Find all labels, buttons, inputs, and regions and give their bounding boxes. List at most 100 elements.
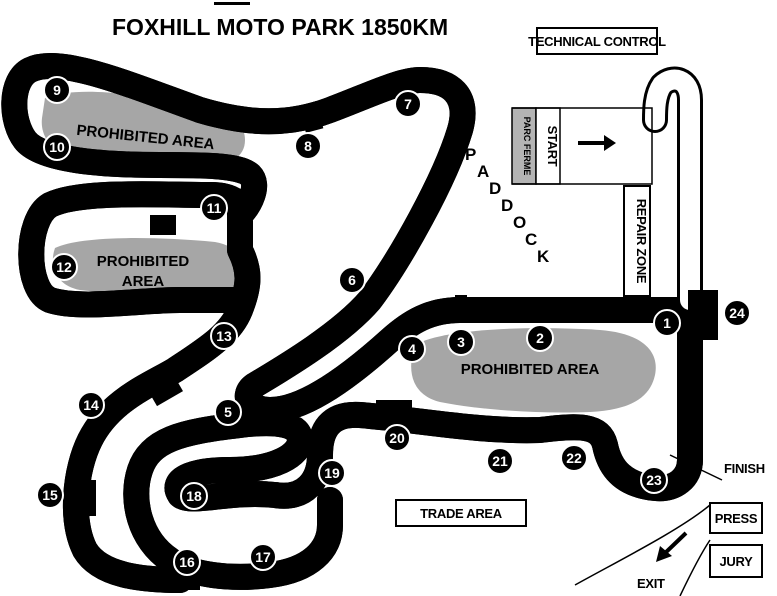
marker-9: 9 [43, 76, 71, 104]
marker-number: 24 [729, 305, 745, 321]
marker-23: 23 [640, 466, 668, 494]
paddock-letter: A [477, 162, 489, 181]
marker-number: 2 [536, 330, 544, 346]
marker-5: 5 [214, 398, 242, 426]
technical-control-box [536, 27, 658, 55]
marker-circle [447, 328, 475, 356]
marker-number: 11 [207, 200, 222, 216]
marker-12: 12 [50, 253, 78, 281]
marker-circle [394, 90, 422, 118]
marker-number: 20 [389, 430, 405, 446]
track-right-surface [645, 69, 700, 310]
marker-circle [640, 466, 668, 494]
marker-21: 21 [486, 447, 514, 475]
marker-circle [36, 481, 64, 509]
prohibited-area-left-shape [52, 238, 244, 294]
technical-control-label: TECHNICAL CONTROL [528, 34, 666, 49]
paddock-letter: D [501, 196, 513, 215]
marker-circle [200, 194, 228, 222]
marker-circle [43, 76, 71, 104]
timing-bar-14 [147, 373, 183, 407]
press-label: PRESS [715, 511, 758, 526]
marker-number: 7 [404, 96, 412, 112]
marker-circle [50, 253, 78, 281]
start-arrow-icon [604, 135, 616, 151]
marker-22: 22 [560, 444, 588, 472]
marker-circle [723, 299, 751, 327]
marker-circle [486, 447, 514, 475]
marker-8: 8 [294, 132, 322, 160]
marker-17: 17 [249, 543, 277, 571]
start-box [535, 107, 561, 185]
prohibited-area-left-label-2: AREA [122, 273, 165, 290]
press-box [709, 502, 763, 534]
paddock-letter: O [513, 213, 526, 232]
timing-bar-20 [376, 400, 412, 420]
timing-bar-8 [298, 101, 324, 133]
marker-number: 12 [56, 259, 72, 275]
prohibited-area-left-label-1: PROHIBITED [97, 253, 190, 270]
marker-circle [526, 324, 554, 352]
trade-area-label: TRADE AREA [420, 506, 503, 521]
marker-15: 15 [36, 481, 64, 509]
marker-number: 8 [304, 138, 312, 154]
marker-circle [338, 266, 366, 294]
marker-circle [318, 459, 346, 487]
marker-7: 7 [394, 90, 422, 118]
marker-2: 2 [526, 324, 554, 352]
marker-10: 10 [43, 133, 71, 161]
marker-number: 9 [53, 82, 61, 98]
marker-circle [294, 132, 322, 160]
marker-circle [249, 543, 277, 571]
title-mark [214, 2, 250, 5]
exit-road-edge-1 [574, 504, 711, 586]
marker-3: 3 [447, 328, 475, 356]
marker-number: 14 [83, 397, 99, 413]
marker-number: 13 [216, 328, 232, 344]
marker-number: 5 [224, 404, 232, 420]
finish-label: FINISH [724, 461, 765, 476]
marker-circle [383, 424, 411, 452]
marker-circle [43, 133, 71, 161]
marker-1: 1 [653, 309, 681, 337]
marker-6: 6 [338, 266, 366, 294]
marker-circle [173, 548, 201, 576]
marker-4: 4 [398, 335, 426, 363]
repair-zone-box [623, 185, 651, 297]
marker-circle [560, 444, 588, 472]
marker-20: 20 [383, 424, 411, 452]
exit-label: EXIT [637, 576, 665, 591]
marker-19: 19 [318, 459, 346, 487]
start-label: START [545, 126, 560, 167]
marker-circle [214, 398, 242, 426]
exit-arrow-icon [656, 546, 672, 562]
finish-line [669, 454, 723, 481]
paddock-letter: K [537, 247, 550, 266]
timing-bar-3 [455, 295, 467, 323]
marker-16: 16 [173, 548, 201, 576]
parc-ferme-box [511, 107, 537, 185]
marker-number: 10 [49, 139, 65, 155]
marker-circle [210, 322, 238, 350]
marker-24: 24 [723, 299, 751, 327]
marker-13: 13 [210, 322, 238, 350]
marker-number: 1 [663, 315, 671, 331]
trade-area-box [395, 499, 527, 527]
marker-18: 18 [180, 482, 208, 510]
marker-number: 6 [348, 272, 356, 288]
timing-bar-6 [364, 277, 394, 309]
marker-number: 22 [566, 450, 582, 466]
marker-number: 17 [255, 549, 271, 565]
paddock-letter: D [489, 179, 501, 198]
marker-number: 18 [186, 488, 202, 504]
timing-bar-15 [72, 480, 96, 516]
marker-number: 21 [492, 453, 508, 469]
exit-road-edge-2 [679, 539, 711, 596]
marker-circle [77, 391, 105, 419]
marker-number: 23 [646, 472, 662, 488]
marker-number: 16 [179, 554, 195, 570]
